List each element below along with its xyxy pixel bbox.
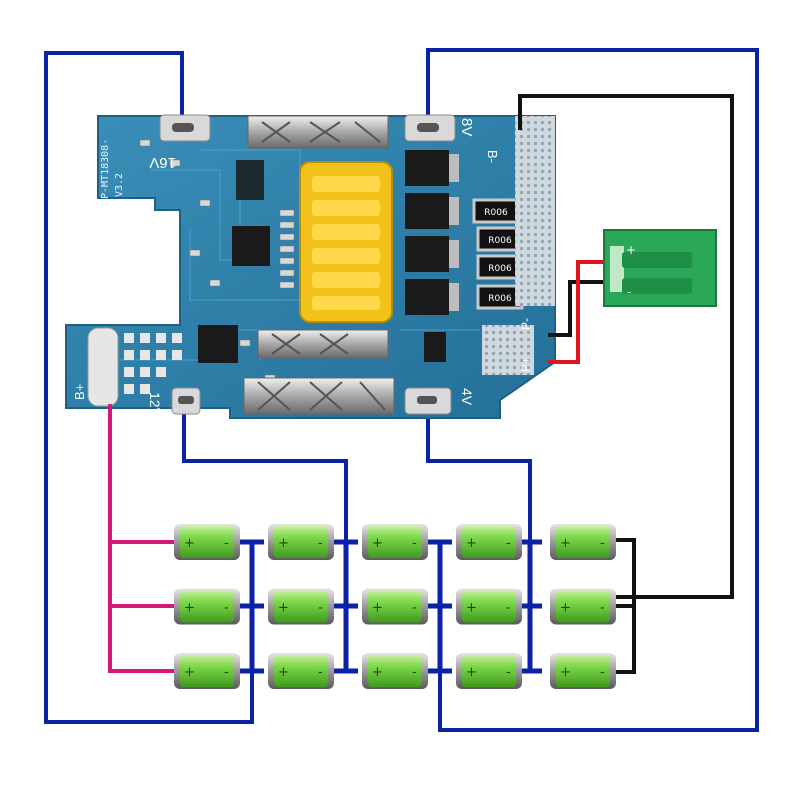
label-p-minus: P- xyxy=(519,318,533,330)
wire-16v-to-b-negative xyxy=(44,51,254,724)
battery-cell: +- xyxy=(550,653,616,689)
cell-plus-label: + xyxy=(278,665,289,680)
battery-cell: +- xyxy=(550,524,616,560)
cell-minus-label: - xyxy=(600,536,605,551)
battery-cell: +- xyxy=(362,588,428,625)
b-negative-pad[interactable] xyxy=(515,116,555,306)
cell-plus-label: + xyxy=(184,665,195,680)
wire-8v-to-bplus xyxy=(426,48,759,732)
bms-pcb: R006 R006 R006 R006 xyxy=(65,114,556,419)
label-12v: 12V xyxy=(147,392,163,418)
wire-12v xyxy=(182,402,348,542)
cell-minus-label: - xyxy=(412,536,417,551)
wire-p-negative xyxy=(548,280,608,337)
label-8v: 8V xyxy=(458,118,475,136)
wire-4v xyxy=(426,402,532,542)
sensor-plus-label: + xyxy=(626,243,636,257)
cell-plus-label: + xyxy=(372,665,383,680)
label-4v: 4V xyxy=(459,388,475,406)
cell-plus-label: + xyxy=(372,536,383,551)
cell-minus-label: - xyxy=(412,665,417,680)
cell-plus-label: + xyxy=(466,601,477,616)
battery-cell: +- xyxy=(456,588,522,625)
battery-cell: +- xyxy=(268,524,334,560)
cell-minus-label: - xyxy=(318,601,323,616)
cell-plus-label: + xyxy=(278,536,289,551)
cell-plus-label: + xyxy=(278,601,289,616)
spring-terminal-bottom xyxy=(243,329,395,415)
cell-plus-label: + xyxy=(560,601,571,616)
sensor-board: + - xyxy=(603,229,717,307)
cell-minus-label: - xyxy=(224,665,229,680)
cell-minus-label: - xyxy=(318,665,323,680)
wire-p-positive xyxy=(548,260,608,364)
label-b-minus: B- xyxy=(485,150,500,163)
board-version-label: V3.2 xyxy=(114,173,125,197)
label-p-plus: P+ xyxy=(519,357,533,372)
battery-cell: +- xyxy=(550,588,616,625)
cell-minus-label: - xyxy=(600,601,605,616)
cell-plus-label: + xyxy=(560,665,571,680)
battery-cell: +- xyxy=(174,653,240,689)
resistor-label: R006 xyxy=(484,208,508,218)
positive-bus xyxy=(108,404,174,673)
cell-plus-label: + xyxy=(372,601,383,616)
series-links xyxy=(240,539,542,674)
cell-minus-label: - xyxy=(224,601,229,616)
battery-cell: +- xyxy=(268,653,334,689)
wire-b-negative xyxy=(518,94,734,599)
cell-minus-label: - xyxy=(506,536,511,551)
resistor-label: R006 xyxy=(488,294,512,304)
board-model-label: LP-MT18308- xyxy=(100,139,111,205)
battery-cell: +- xyxy=(456,524,522,560)
control-ic xyxy=(198,160,446,363)
p-terminal-pad[interactable] xyxy=(482,325,534,375)
cell-minus-label: - xyxy=(506,601,511,616)
balance-wires xyxy=(44,48,759,732)
battery-cell: +- xyxy=(174,588,240,625)
cell-plus-label: + xyxy=(184,536,195,551)
cell-minus-label: - xyxy=(506,665,511,680)
mosfet-array xyxy=(405,150,459,315)
label-16v: 16V xyxy=(149,154,176,171)
b-plus-pad[interactable] xyxy=(87,327,119,407)
resistor-label: R006 xyxy=(488,236,512,246)
cell-plus-label: + xyxy=(560,536,571,551)
label-b-plus: B+ xyxy=(72,384,87,400)
battery-pack: +-+-+-+-+-+-+-+-+-+-+-+-+-+-+- xyxy=(174,524,616,689)
cell-minus-label: - xyxy=(412,601,417,616)
resistor-label: R006 xyxy=(488,264,512,274)
heatsink xyxy=(299,161,393,323)
battery-cell: +- xyxy=(174,524,240,560)
spring-terminal-top xyxy=(247,115,389,149)
cell-plus-label: + xyxy=(466,536,477,551)
cell-plus-label: + xyxy=(184,601,195,616)
output-wires xyxy=(518,94,734,599)
cell-minus-label: - xyxy=(318,536,323,551)
sensor-minus-label: - xyxy=(627,285,631,299)
cell-minus-label: - xyxy=(224,536,229,551)
battery-cell: +- xyxy=(362,653,428,689)
battery-cell: +- xyxy=(456,653,522,689)
battery-cell: +- xyxy=(362,524,428,560)
cell-minus-label: - xyxy=(600,665,605,680)
battery-cell: +- xyxy=(268,588,334,625)
cell-plus-label: + xyxy=(466,665,477,680)
